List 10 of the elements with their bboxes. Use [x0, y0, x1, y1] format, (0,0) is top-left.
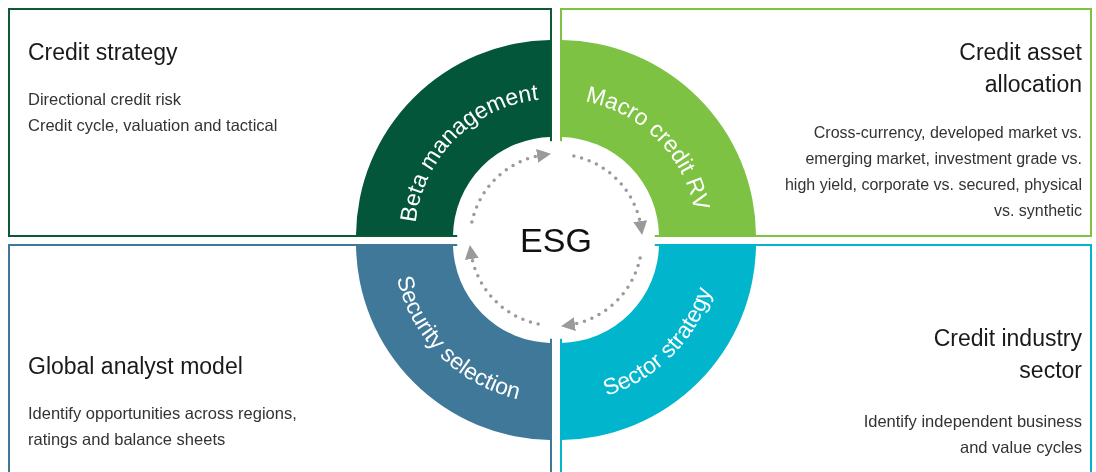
panel-heading: Credit asset allocation: [958, 38, 1082, 99]
panel-heading: Credit strategy: [28, 38, 178, 67]
panel-description: Identify opportunities across regions, ratings and balance sheets: [28, 403, 298, 450]
center-label: ESG: [520, 223, 592, 257]
panel-heading: Global analyst model: [28, 352, 243, 381]
panel-description: Cross-currency, developed market vs. emerging market, investment grade vs. high yield, corporate vs. secured, physical vs. synthetic: [783, 123, 1082, 221]
panel-description: Directional credit risk: [28, 89, 182, 110]
panel-description: Credit cycle, valuation and tactical: [28, 115, 278, 136]
panel-heading: Credit industry sector: [932, 324, 1082, 385]
panel-description: Identify independent business and value cycles: [862, 411, 1082, 458]
